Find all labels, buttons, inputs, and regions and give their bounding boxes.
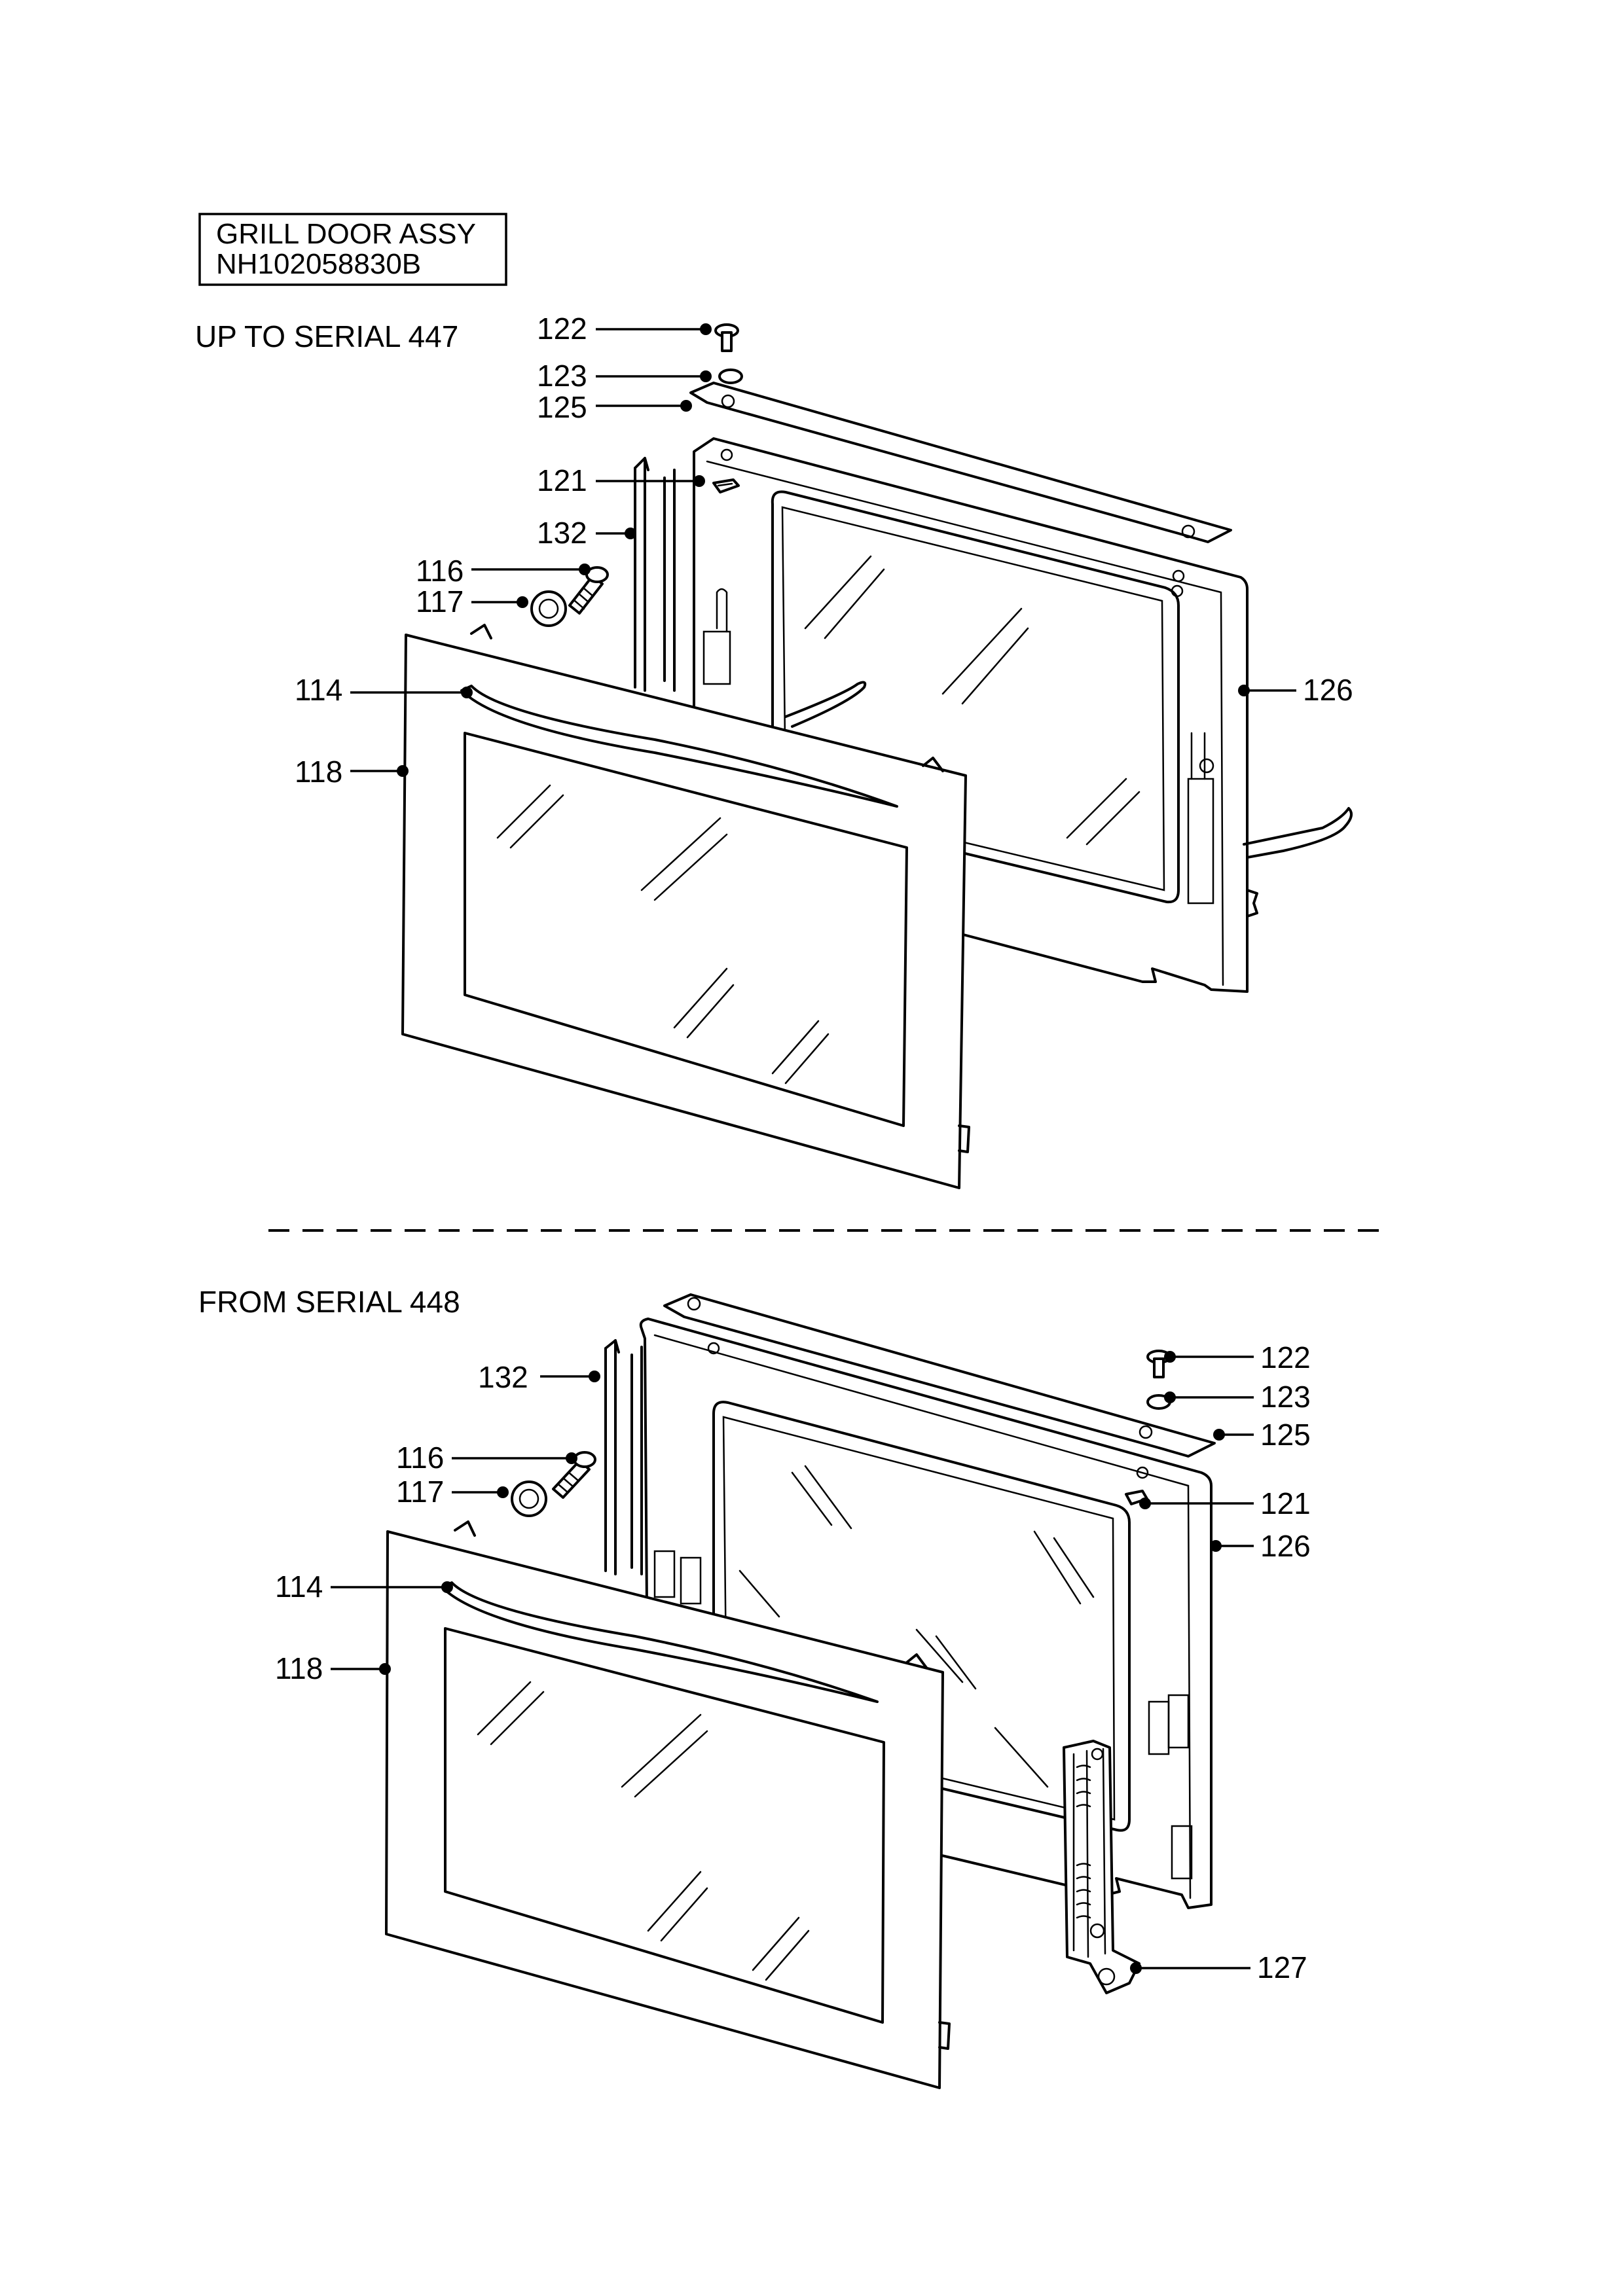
callout-122-lower: 122 [1164, 1340, 1311, 1374]
callout-123: 123 [537, 359, 712, 393]
cap-nut-117-icon [530, 590, 567, 627]
screw-122-icon [714, 323, 739, 352]
title-box-line2: NH102058830B [216, 248, 421, 280]
top-strip-125-lower [663, 1293, 1216, 1458]
callout-118: 118 [295, 755, 409, 789]
cap-nut-117-icon-lower [511, 1480, 547, 1517]
svg-text:122: 122 [537, 312, 587, 346]
svg-text:121: 121 [1260, 1486, 1311, 1520]
callout-122: 122 [537, 312, 712, 346]
svg-text:117: 117 [396, 1475, 444, 1509]
callout-125-lower: 125 [1213, 1418, 1311, 1452]
callout-126-lower: 126 [1210, 1529, 1311, 1563]
callout-114-lower: 114 [275, 1570, 453, 1604]
callout-117: 117 [416, 584, 528, 619]
callout-117-lower: 117 [396, 1475, 509, 1509]
callout-132: 132 [537, 516, 636, 550]
washer-123-icon [718, 368, 743, 384]
svg-text:116: 116 [416, 554, 464, 588]
svg-text:132: 132 [478, 1360, 528, 1394]
callout-126: 126 [1238, 673, 1353, 707]
svg-text:114: 114 [295, 673, 342, 707]
svg-text:123: 123 [1260, 1380, 1311, 1414]
section-heading-upper: UP TO SERIAL 447 [195, 319, 458, 353]
top-strip-125 [689, 382, 1232, 543]
upper-assembly [401, 323, 1353, 1189]
hinge-127 [1063, 1740, 1140, 1994]
side-seal-132 [634, 457, 676, 692]
callout-114: 114 [295, 673, 473, 707]
callout-127: 127 [1130, 1950, 1307, 1984]
svg-text:116: 116 [396, 1441, 444, 1475]
bolt-116-icon-lower [552, 1451, 596, 1499]
svg-text:123: 123 [537, 359, 587, 393]
door-handle-114 [460, 685, 898, 808]
svg-text:126: 126 [1260, 1529, 1311, 1563]
callout-121: 121 [537, 463, 705, 497]
callout-121-lower: 121 [1139, 1486, 1311, 1520]
svg-text:126: 126 [1303, 673, 1353, 707]
svg-text:117: 117 [416, 584, 464, 619]
bracket-clip-121 [712, 478, 740, 493]
title-box: GRILL DOOR ASSY NH102058830B [198, 213, 507, 286]
outer-door-panel-118-lower [385, 1520, 951, 2089]
outer-door-panel-118 [401, 624, 970, 1189]
callout-123-lower: 123 [1164, 1380, 1311, 1414]
callout-116: 116 [416, 554, 591, 588]
section-heading-lower: FROM SERIAL 448 [198, 1285, 460, 1319]
svg-text:127: 127 [1257, 1950, 1307, 1984]
svg-text:114: 114 [275, 1570, 323, 1604]
callout-125: 125 [537, 390, 692, 424]
title-box-line1: GRILL DOOR ASSY [216, 218, 476, 250]
callout-132-lower: 132 [478, 1360, 600, 1394]
door-handle-114-lower [441, 1581, 879, 1703]
svg-text:125: 125 [1260, 1418, 1311, 1452]
bolt-116-icon [568, 566, 609, 615]
svg-text:122: 122 [1260, 1340, 1311, 1374]
svg-text:132: 132 [537, 516, 587, 550]
lower-assembly [385, 1293, 1216, 2089]
svg-text:125: 125 [537, 390, 587, 424]
svg-text:121: 121 [537, 463, 587, 497]
svg-text:118: 118 [295, 755, 342, 789]
callout-118-lower: 118 [275, 1651, 391, 1685]
side-seal-132-lower [604, 1339, 643, 1575]
callout-116-lower: 116 [396, 1441, 577, 1475]
svg-text:118: 118 [275, 1651, 323, 1685]
